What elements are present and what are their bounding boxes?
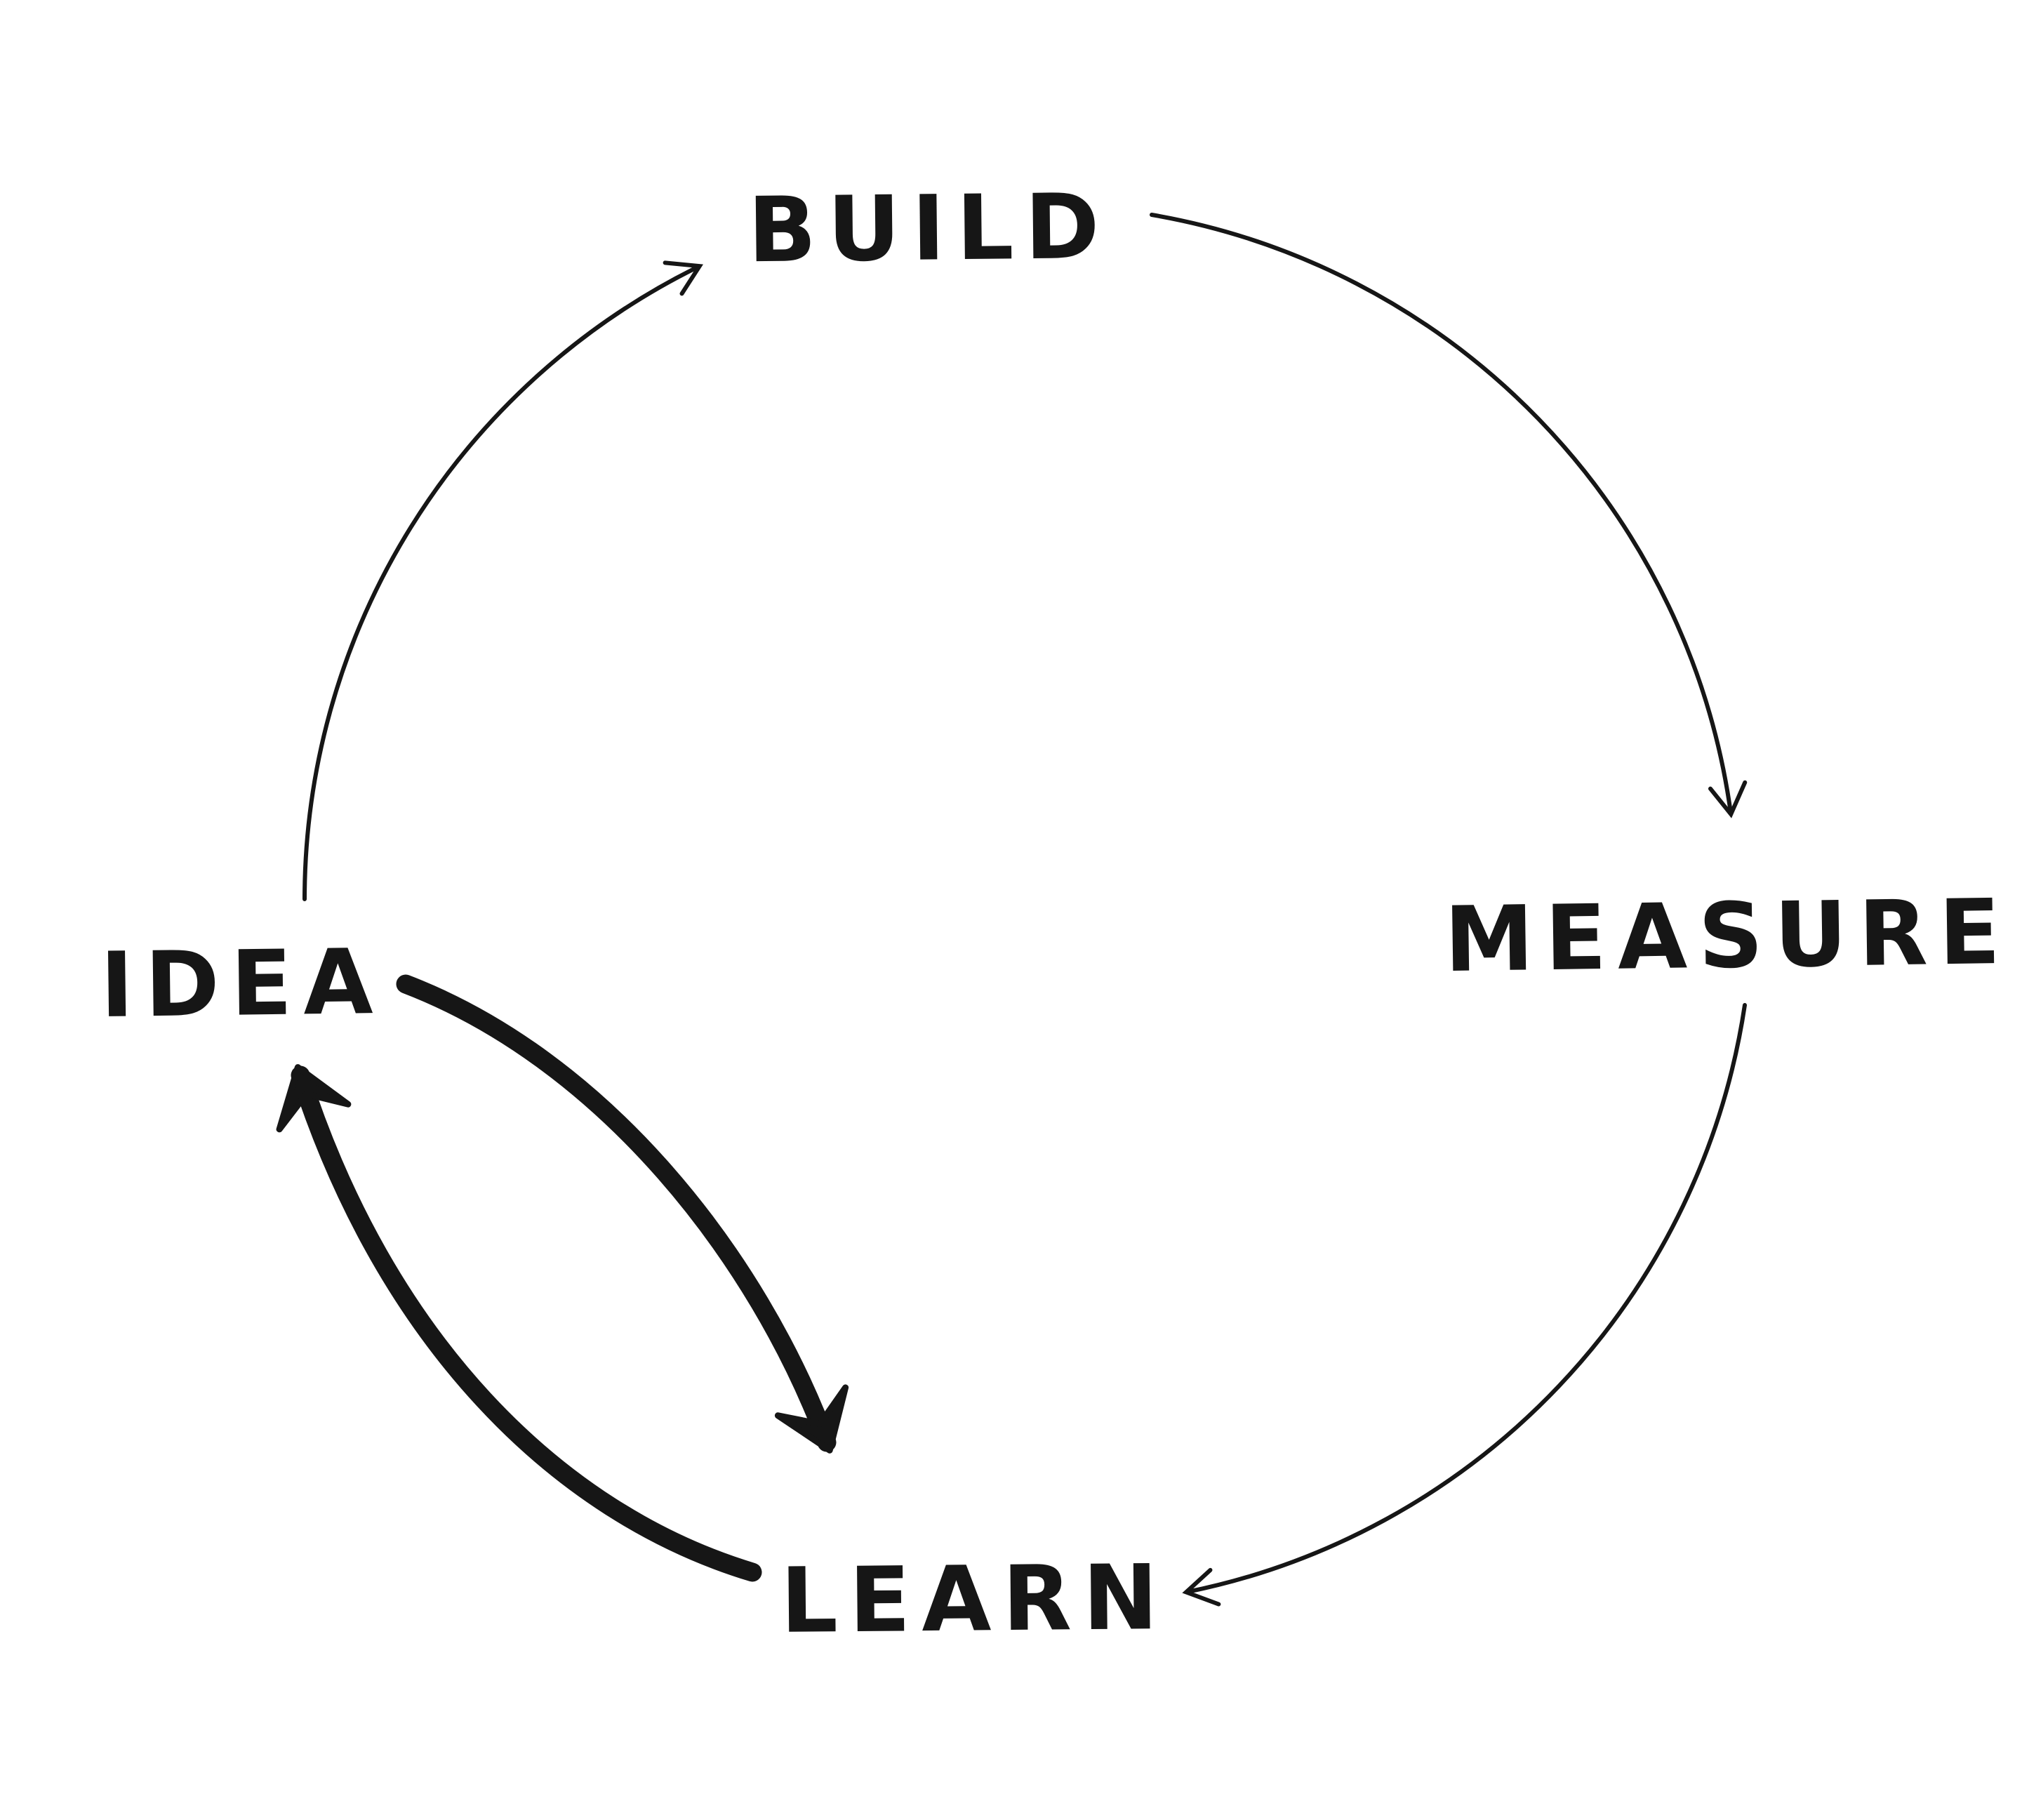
edge-build-to-measure xyxy=(1150,213,1748,818)
edge-measure-to-learn xyxy=(1182,1003,1747,1607)
node-label-idea: IDEA xyxy=(99,930,385,1038)
node-label-build: BUILD xyxy=(747,174,1112,284)
edge-learn-to-idea xyxy=(276,1064,762,1582)
edge-idea-to-learn xyxy=(396,974,849,1454)
node-label-measure: MEASURE xyxy=(1443,879,2013,993)
edge-idea-to-build xyxy=(302,260,703,901)
node-label-learn: LEARN xyxy=(780,1546,1170,1654)
